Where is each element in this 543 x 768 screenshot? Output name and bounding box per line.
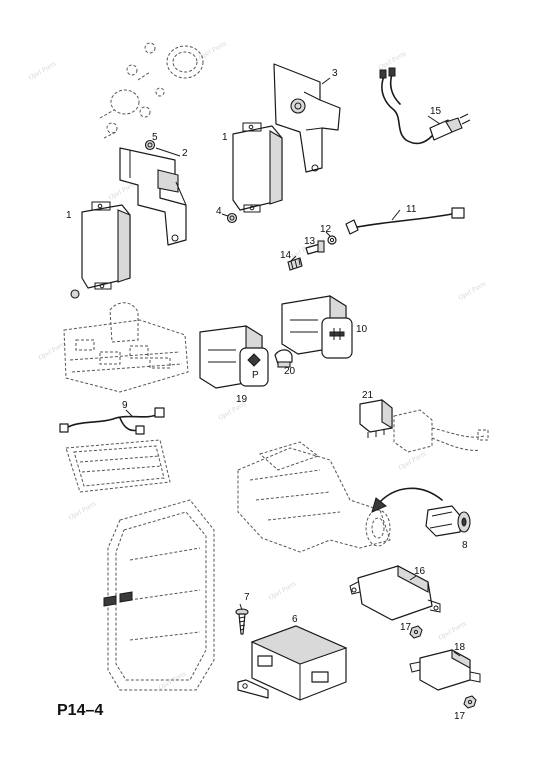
watermark: Opel Parts (457, 279, 488, 301)
page-code: P14–4 (57, 702, 104, 719)
part-16-module (349, 565, 441, 621)
part-1-control-module-left (70, 201, 131, 299)
part-8-switch (425, 505, 471, 537)
callout-20: 20 (284, 366, 296, 377)
door-panel-background (103, 499, 215, 691)
part-21-relay (359, 398, 393, 438)
valve-body-background (63, 302, 189, 393)
callout-16: 16 (414, 566, 426, 577)
part-18-module (409, 649, 481, 691)
oil-pan-background (65, 439, 171, 493)
part-15-sensor (379, 67, 471, 145)
watermark: Opel Parts (437, 619, 468, 641)
part-20-bulb (274, 349, 293, 368)
part-11-wiring-lead (345, 207, 465, 235)
callout-8: 8 (462, 540, 468, 551)
relay-base-background (393, 409, 489, 453)
direction-arrow (371, 487, 443, 513)
callout-13: 13 (304, 236, 316, 247)
part-4-nut (226, 212, 238, 224)
callout-14: 14 (280, 250, 292, 261)
part-12-washer (327, 235, 337, 245)
watermark: Opel Parts (67, 499, 98, 521)
part-5-nut (144, 139, 156, 151)
callout-7: 7 (244, 592, 250, 603)
part-2-bracket (119, 147, 187, 246)
part-19-switch: P (199, 325, 269, 389)
part-3-bracket (273, 63, 341, 173)
part-6-control-unit (237, 625, 348, 701)
callout-2: 2 (182, 148, 188, 159)
part-17-nut-lower (463, 695, 477, 709)
callout-1: 1 (222, 132, 228, 143)
callout-17: 17 (454, 711, 466, 722)
transfer-case-background (237, 441, 391, 553)
watermark: Opel Parts (157, 669, 188, 691)
callout-11: 11 (406, 204, 417, 215)
watermark: Opel Parts (267, 579, 298, 601)
callout-10: 10 (356, 324, 368, 335)
callout-21: 21 (362, 390, 374, 401)
callout-4: 4 (216, 206, 222, 217)
callout-6: 6 (292, 614, 298, 625)
watermark: Opel Parts (197, 39, 228, 61)
watermark: Opel Parts (37, 339, 68, 361)
part-17-nut-upper (409, 625, 423, 639)
part-13-bolt (305, 240, 325, 255)
watermark: Opel Parts (27, 59, 58, 81)
part-1-control-module-middle (232, 122, 283, 213)
part-7-screw (235, 608, 249, 635)
watermark: Opel Parts (397, 449, 428, 471)
svg-text:P: P (252, 370, 259, 381)
callout-9: 9 (122, 400, 128, 411)
callout-labels: 1 1 2 3 4 5 6 7 8 9 10 11 12 13 14 15 16… (66, 68, 468, 722)
housing-background-top-left (99, 42, 204, 139)
callout-12: 12 (320, 224, 332, 235)
callout-17: 17 (400, 622, 412, 633)
callout-15: 15 (430, 106, 442, 117)
callout-3: 3 (332, 68, 338, 79)
leader-lines (125, 77, 461, 657)
callout-5: 5 (152, 132, 158, 143)
part-10-switch (281, 295, 353, 359)
callout-1: 1 (66, 210, 72, 221)
callout-19: 19 (236, 394, 248, 405)
part-9-wiring-harness (59, 407, 165, 435)
callout-18: 18 (454, 642, 466, 653)
